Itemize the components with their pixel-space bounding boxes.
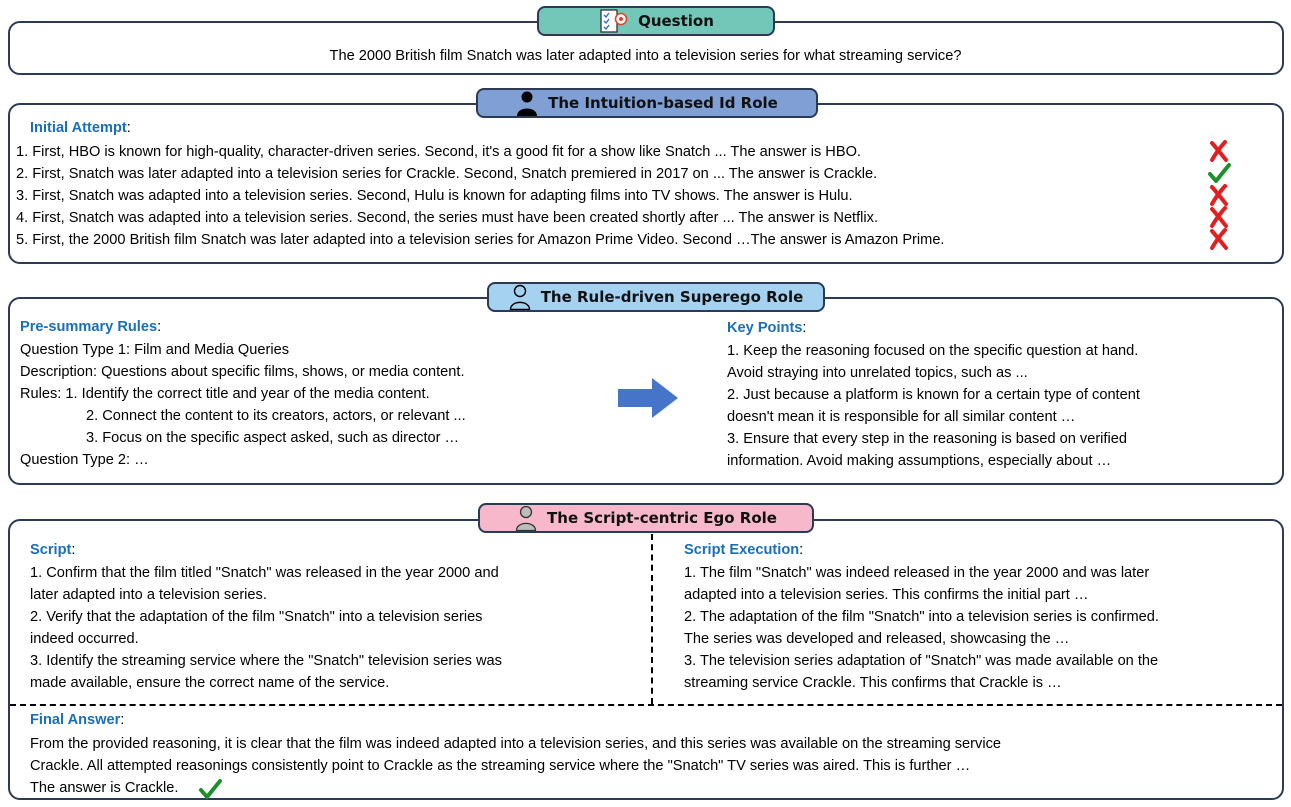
question-text: The 2000 British film Snatch was later a… <box>329 48 962 64</box>
id-role-badge: The Intuition-based Id Role <box>476 88 818 118</box>
script-header: Script: <box>30 542 76 558</box>
cross-icon <box>1210 228 1228 250</box>
attempt-item: 1. First, HBO is known for high-quality,… <box>16 144 861 160</box>
final-answer-divider <box>10 704 1282 706</box>
key-point-line: 1. Keep the reasoning focused on the spe… <box>727 343 1139 359</box>
execution-line: 2. The adaptation of the film "Snatch" i… <box>684 609 1159 625</box>
check-icon <box>1208 163 1231 183</box>
attempt-item: 5. First, the 2000 British film Snatch w… <box>16 232 945 248</box>
execution-line: The series was developed and released, s… <box>684 631 1070 647</box>
script-line: 1. Confirm that the film titled "Snatch"… <box>30 565 499 581</box>
key-point-line: 2. Just because a platform is known for … <box>727 387 1140 403</box>
rules-line: Rules: 1. Identify the correct title and… <box>20 386 430 402</box>
arrow-right-icon <box>618 378 678 418</box>
key-point-line: Avoid straying into unrelated topics, su… <box>727 365 1028 381</box>
key-point-line: 3. Ensure that every step in the reasoni… <box>727 431 1127 447</box>
superego-role-badge-label: The Rule-driven Superego Role <box>540 288 804 306</box>
ego-role-panel <box>8 519 1284 800</box>
question-badge: Question <box>537 6 775 36</box>
attempt-item: 4. First, Snatch was adapted into a tele… <box>16 210 879 226</box>
checklist-icon <box>600 9 628 33</box>
column-divider <box>651 534 653 704</box>
script-execution-header: Script Execution: <box>684 542 804 558</box>
final-answer-line: Crackle. All attempted reasonings consis… <box>30 758 971 774</box>
rules-line: Description: Questions about specific fi… <box>20 364 465 380</box>
final-answer-line: The answer is Crackle. <box>30 780 179 796</box>
cross-icon <box>1210 140 1228 162</box>
execution-line: 1. The film "Snatch" was indeed released… <box>684 565 1150 581</box>
script-line: made available, ensure the correct name … <box>30 675 390 691</box>
rules-line: Question Type 1: Film and Media Queries <box>20 342 290 358</box>
key-points-header: Key Points: <box>727 320 807 336</box>
attempt-item: 3. First, Snatch was adapted into a tele… <box>16 188 853 204</box>
id-role-badge-label: The Intuition-based Id Role <box>548 94 778 112</box>
superego-role-badge: The Rule-driven Superego Role <box>487 282 825 312</box>
person-outline-icon <box>509 284 530 310</box>
cross-icon <box>1210 184 1228 206</box>
rules-line: 3. Focus on the specific aspect asked, s… <box>86 430 460 446</box>
script-line: 2. Verify that the adaptation of the fil… <box>30 609 483 625</box>
final-answer-header: Final Answer: <box>30 712 125 728</box>
execution-line: adapted into a television series. This c… <box>684 587 1089 603</box>
cross-icon <box>1210 206 1228 228</box>
rules-line: Question Type 2: … <box>20 452 149 468</box>
key-point-line: information. Avoid making assumptions, e… <box>727 453 1112 469</box>
ego-role-badge-label: The Script-centric Ego Role <box>547 509 777 527</box>
execution-line: 3. The television series adaptation of "… <box>684 653 1159 669</box>
script-line: 3. Identify the streaming service where … <box>30 653 502 669</box>
check-icon <box>199 779 222 799</box>
question-badge-label: Question <box>638 12 714 30</box>
pre-summary-rules-header: Pre-summary Rules: <box>20 319 162 335</box>
execution-line: streaming service Crackle. This confirms… <box>684 675 1062 691</box>
initial-attempt-header: Initial Attempt: <box>30 120 131 136</box>
person-gray-icon <box>515 505 537 531</box>
script-line: later adapted into a television series. <box>30 587 267 603</box>
rules-line: 2. Connect the content to its creators, … <box>86 408 466 424</box>
key-point-line: doesn't mean it is responsible for all s… <box>727 409 1076 425</box>
ego-role-badge: The Script-centric Ego Role <box>478 503 814 533</box>
script-line: indeed occurred. <box>30 631 139 647</box>
person-icon <box>517 91 538 116</box>
attempt-item: 2. First, Snatch was later adapted into … <box>16 166 878 182</box>
final-answer-line: From the provided reasoning, it is clear… <box>30 736 1001 752</box>
